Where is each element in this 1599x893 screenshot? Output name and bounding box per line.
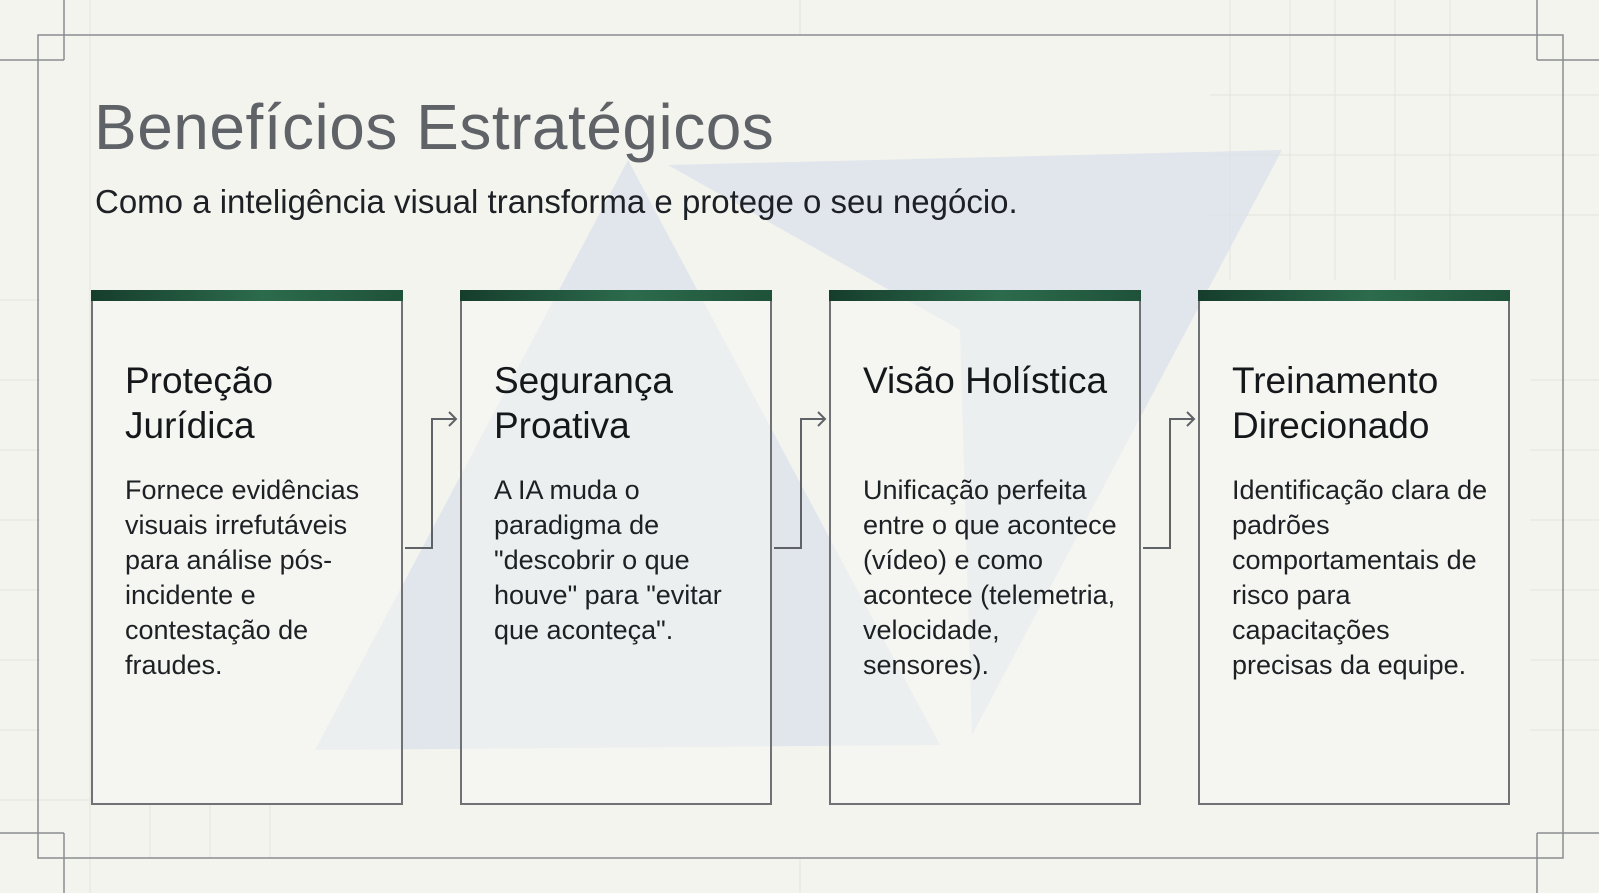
card-body: Identificação clara de padrões comportam… (1232, 475, 1488, 680)
card-accent-bar (829, 290, 1141, 301)
card-treinamento-direcionado: Treinamento Direcionado Identificação cl… (1198, 290, 1510, 805)
card-title: Visão Holística (863, 360, 1108, 401)
card-body: A IA muda o paradigma de "descobrir o qu… (494, 475, 722, 645)
page-subtitle: Como a inteligência visual transforma e … (95, 183, 1018, 220)
card-body: Fornece evidências visuais irrefutáveis … (125, 475, 360, 680)
card-body: Unificação perfeita entre o que acontece… (863, 475, 1117, 680)
card-accent-bar (91, 290, 403, 301)
card-seguranca-proativa: Segurança Proativa A IA muda o paradigma… (460, 290, 772, 805)
page-title: Benefícios Estratégicos (94, 91, 775, 163)
card-title: Proteção Jurídica (125, 360, 274, 446)
card-protecao-juridica: Proteção Jurídica Fornece evidências vis… (91, 290, 403, 805)
card-accent-bar (460, 290, 772, 301)
card-visao-holistica: Visão Holística Unificação perfeita entr… (829, 290, 1141, 805)
card-title: Segurança Proativa (494, 360, 673, 446)
card-accent-bar (1198, 290, 1510, 301)
card-title: Treinamento Direcionado (1232, 360, 1439, 446)
